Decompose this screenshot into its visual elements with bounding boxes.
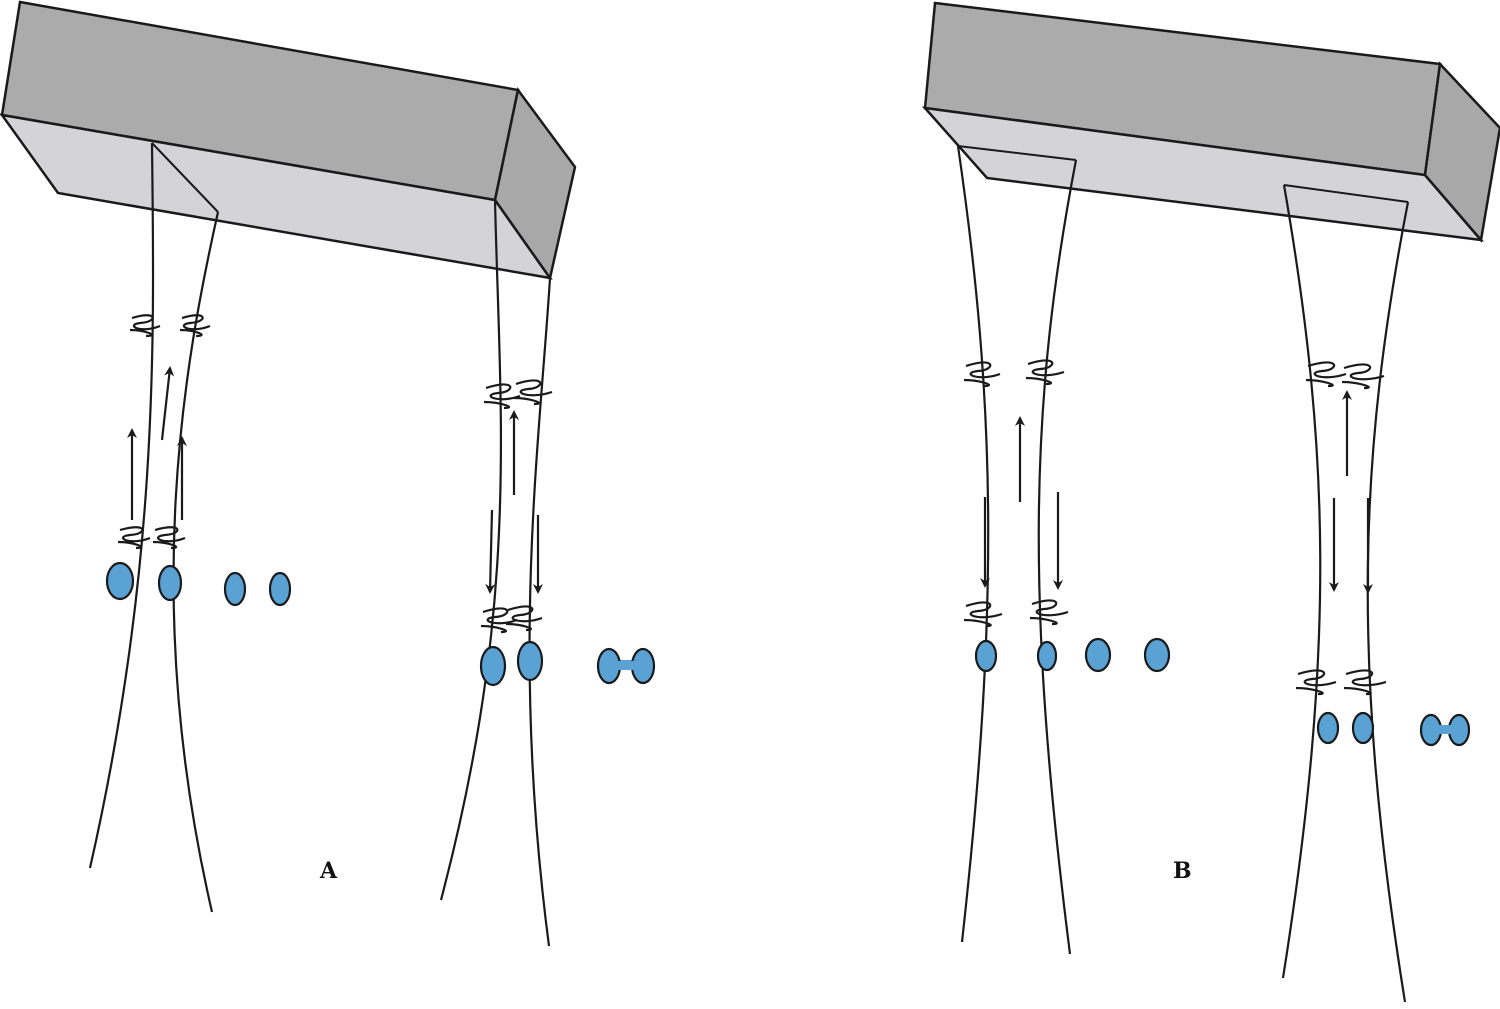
fiber-b2: [1037, 159, 1078, 955]
kinetochore: [1036, 640, 1058, 672]
block-a: [0, 0, 577, 282]
coil-icon: [505, 605, 543, 632]
kinetochore: [1084, 637, 1112, 673]
kinetochore: [974, 639, 998, 673]
coil-icon: [1305, 361, 1347, 388]
coil-icon: [963, 361, 1001, 388]
arrow-icon: [160, 366, 175, 441]
coil-icon: [1025, 359, 1065, 386]
coil-icon: [963, 601, 1003, 628]
fiber-entry-b-left: [957, 145, 1077, 161]
panel-label-a: A: [319, 858, 338, 884]
kinetochore: [157, 564, 183, 602]
kinetochore: [516, 640, 544, 682]
coil-icon: [483, 383, 521, 410]
coil-icon: [152, 526, 186, 550]
block-b-end: [1423, 61, 1500, 243]
arrow-icon: [485, 509, 496, 594]
dumbbell-bar: [612, 661, 640, 670]
panel-b: B: [921, 1, 1500, 1003]
kinetochore: [268, 571, 292, 607]
fiber-a2: [172, 211, 220, 913]
block-b: [921, 1, 1500, 243]
fiber-entry-a-left: [151, 142, 219, 213]
dumbbell-bar: [1434, 725, 1456, 734]
coil-icon: [513, 379, 553, 406]
kinetochore: [1143, 637, 1171, 673]
coil-icon: [117, 526, 151, 550]
coil-icon: [1295, 669, 1337, 696]
kinetochore: [1351, 711, 1375, 745]
coil-icon: [1029, 599, 1069, 626]
fiber-b3: [1281, 184, 1322, 979]
coil-icon: [179, 314, 211, 338]
coil-icon: [1343, 669, 1387, 696]
kinetochore: [1316, 711, 1340, 745]
dumbbell-a: [596, 647, 656, 685]
dumbbell-b: [1419, 713, 1471, 747]
fiber-a3: [439, 199, 503, 901]
coil-icon: [1341, 363, 1385, 390]
coil-icon: [480, 607, 518, 634]
kinetochore: [223, 571, 247, 607]
fiber-a1: [88, 142, 155, 869]
fiber-a4: [528, 277, 552, 947]
fiber-entry-b-right: [1283, 184, 1409, 203]
kinetochore: [479, 645, 507, 687]
panel-a: A: [0, 0, 656, 947]
fiber-b4: [1366, 201, 1410, 1003]
coil-icon: [129, 314, 161, 338]
panel-label-b: B: [1173, 858, 1192, 884]
fiber-b1: [956, 145, 990, 943]
kinetochore: [105, 561, 135, 601]
